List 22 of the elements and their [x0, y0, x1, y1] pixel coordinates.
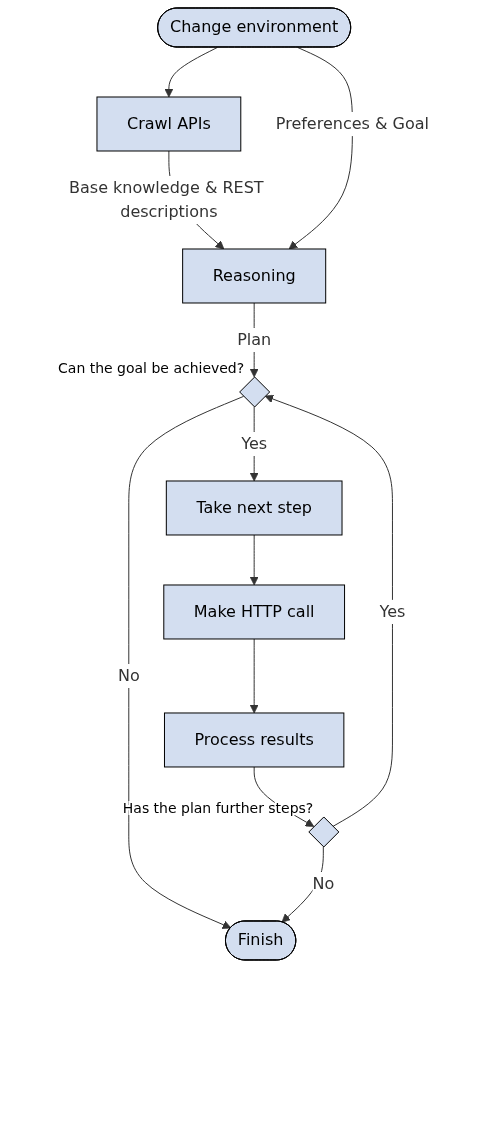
- arrow: [288, 47, 353, 250]
- edge-label: No: [117, 665, 140, 685]
- node-box: Process results: [164, 712, 345, 768]
- edge-label: Base knowledge & REST descriptions: [69, 177, 264, 221]
- node-box: Make HTTP call: [163, 584, 346, 640]
- arrow: [249, 534, 259, 586]
- arrow: [281, 846, 324, 923]
- node-box: Reasoning: [182, 248, 327, 304]
- node-box: Crawl APIs: [96, 96, 242, 152]
- edge-label: Preferences & Goal: [275, 114, 429, 133]
- arrow: [164, 47, 218, 98]
- edge-label: Yes: [241, 433, 268, 453]
- edge-label: Yes: [379, 601, 406, 621]
- node-diamond: [308, 816, 340, 848]
- arrow: [264, 394, 393, 827]
- edge-label: Plan: [237, 329, 272, 349]
- node-caption: Can the goal be achieved?: [58, 360, 245, 376]
- node-diamond: [239, 376, 271, 408]
- node-box: Take next step: [165, 480, 343, 536]
- arrow: [128, 395, 245, 929]
- arrow: [249, 638, 259, 714]
- edge-label: No: [312, 873, 335, 893]
